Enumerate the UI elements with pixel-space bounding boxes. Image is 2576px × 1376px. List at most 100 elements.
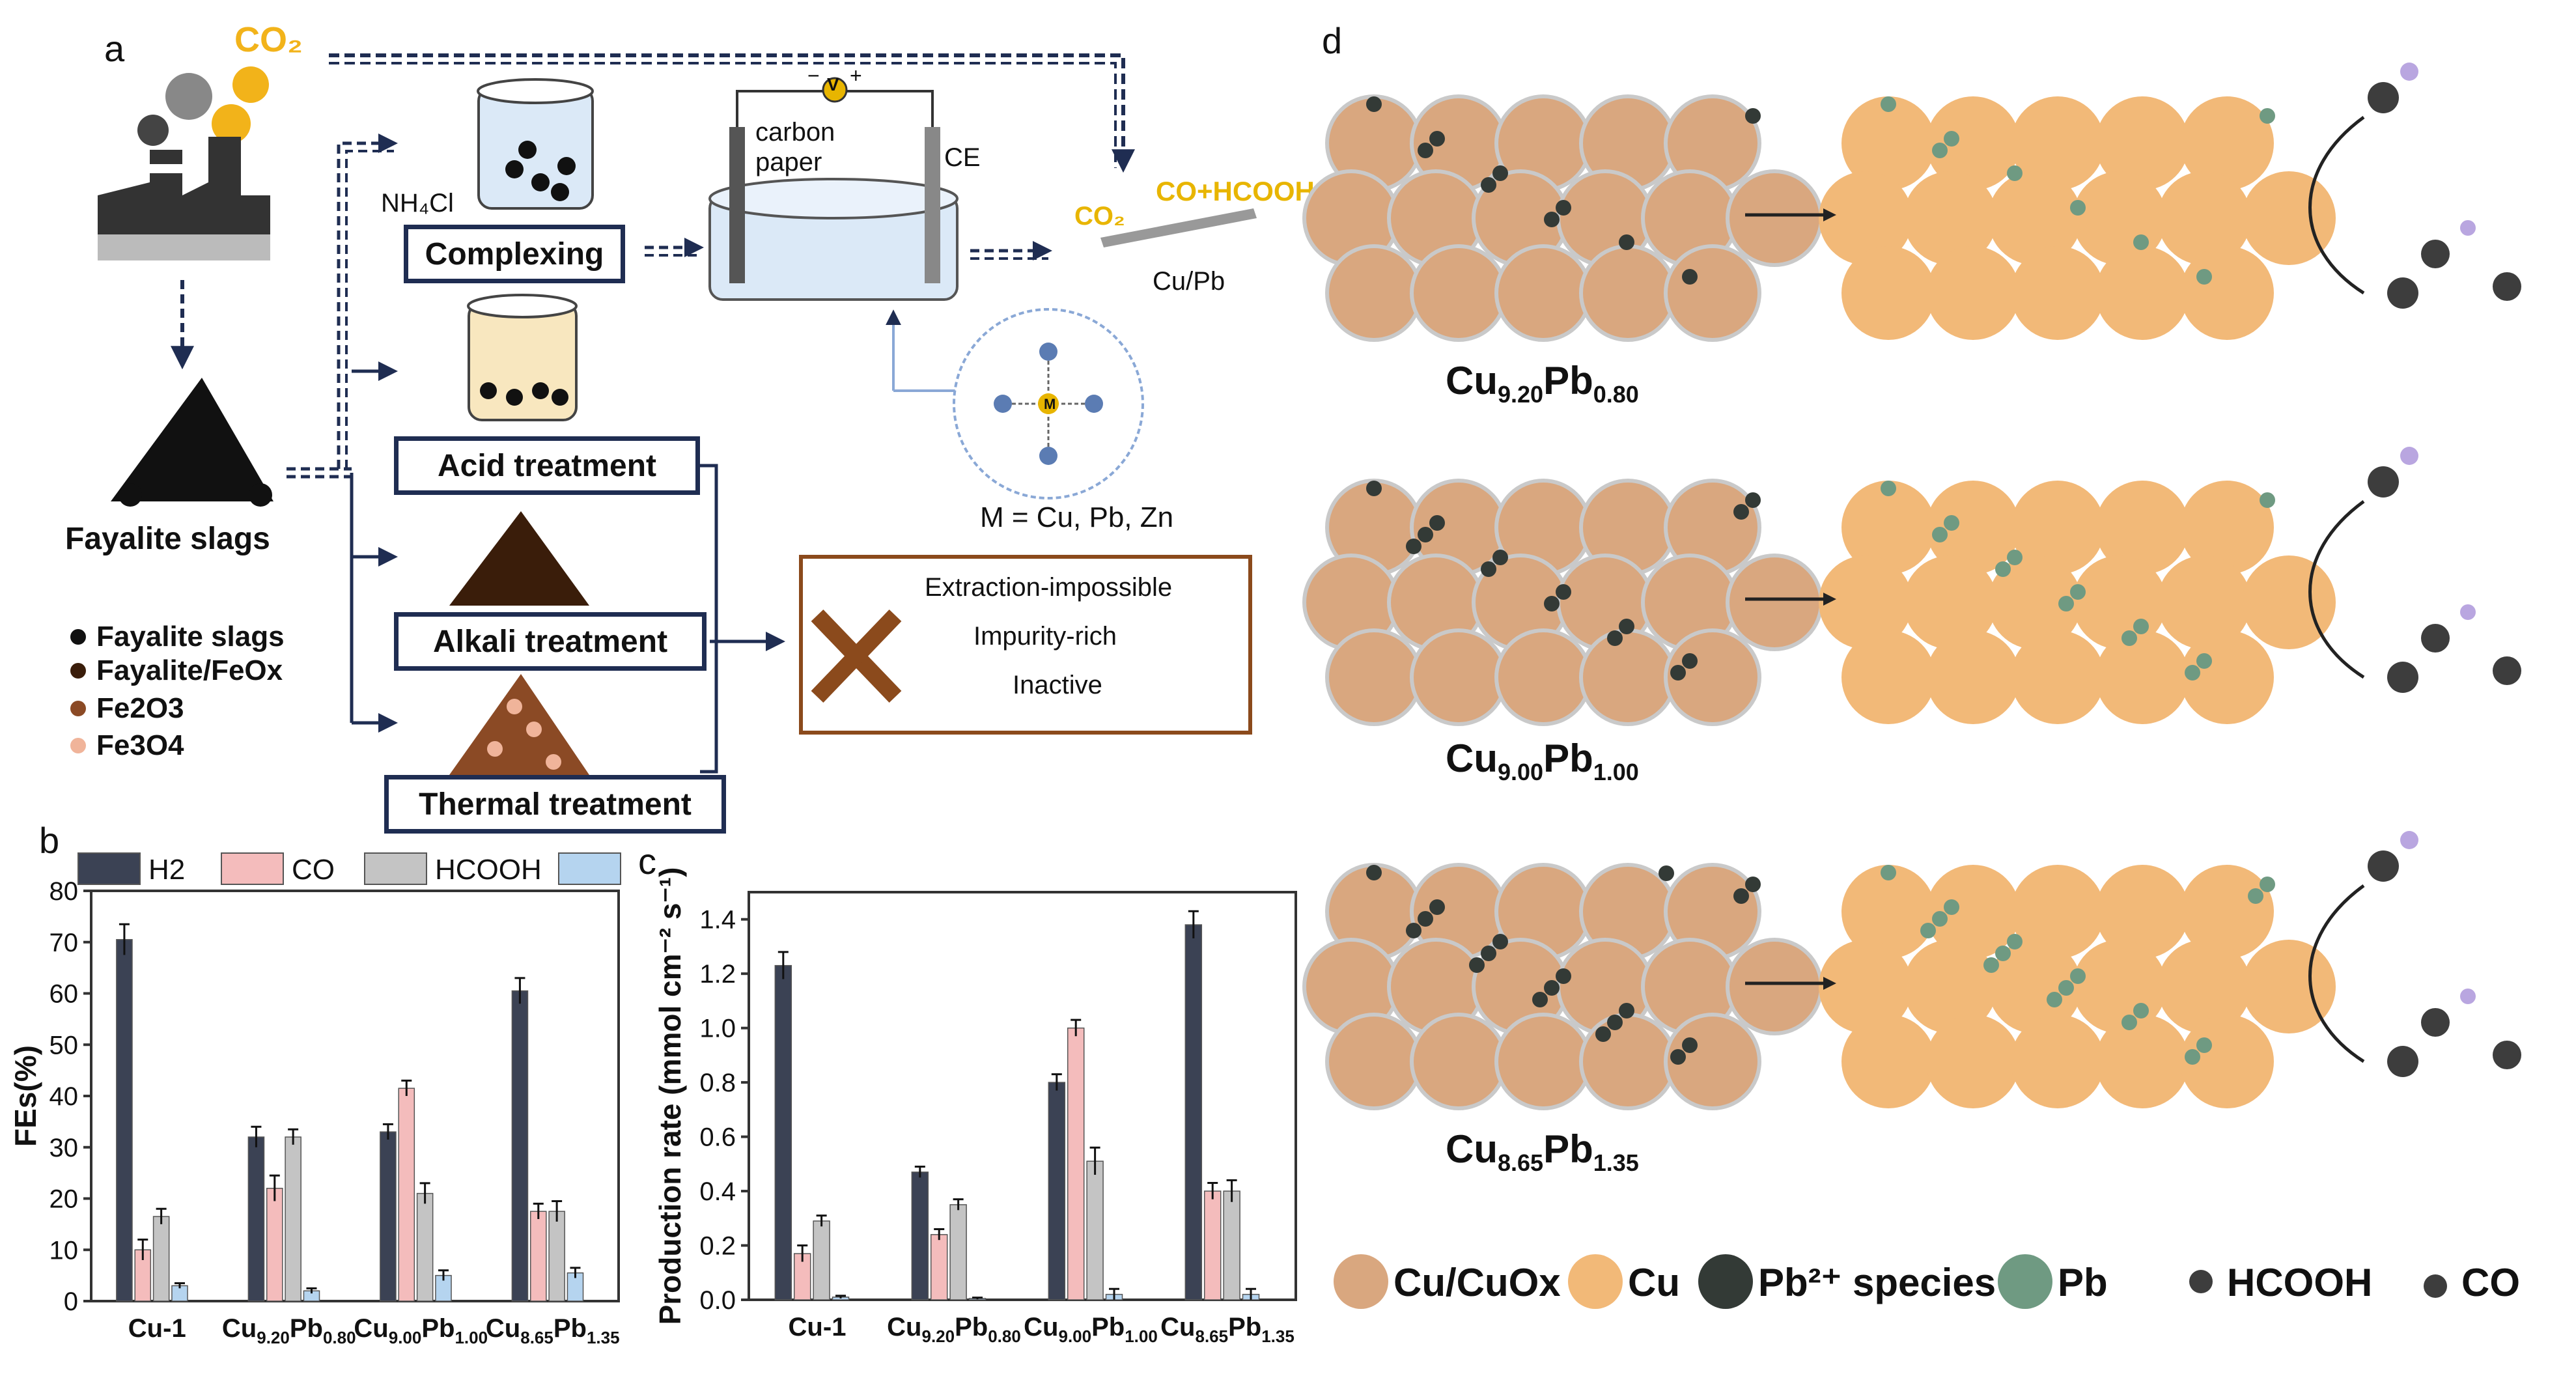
particle [1579,1013,1677,1110]
particle [2095,630,2189,724]
co-molecule [2368,850,2399,882]
transform-arrowhead [1823,208,1836,221]
co2-label: CO₂ [234,20,303,59]
legend-d-pb2: Pb²⁺ species [1758,1261,1996,1304]
x-tick-label: Cu8.65Pb1.35 [486,1314,620,1347]
particle [2095,865,2189,959]
bar-HCOOH-2 [416,1192,434,1302]
legend-d-pb: Pb [2058,1261,2108,1304]
particle [1819,940,1912,1033]
panel-letter-a: a [104,28,125,69]
legend-label-fe2o3: Fe2O3 [96,692,184,724]
bar-HCOOH-3 [1223,1190,1240,1300]
voltmeter-plus: + [850,64,862,87]
pb-dot [2260,492,2275,508]
pb-dot [1659,865,1674,881]
particle [1726,169,1823,267]
pb-dot [1406,923,1421,938]
pb-dot [2196,1037,2212,1053]
pb-dot [1366,865,1382,880]
thermal-pile-icon [449,674,589,775]
particle [1494,1013,1592,1110]
pb-dot [1983,957,1999,973]
particle [1726,938,1823,1035]
particle [1325,628,1423,726]
pb-dot [1619,234,1634,250]
co-product-2 [2493,656,2521,685]
pb-dot [1745,492,1761,508]
co2-o [2400,63,2418,81]
hcooh-o [2460,604,2476,620]
pb-dot [1932,911,1948,927]
particle [2157,555,2251,649]
particle [1841,1015,1935,1108]
particle [2011,481,2105,574]
metals-label: M = Cu, Pb, Zn [980,501,1174,533]
bar-H2-3 [511,990,529,1302]
pb-dot [1682,269,1698,285]
pb-dot [2248,888,2263,904]
pb-dot [1745,877,1761,892]
composition-label-1: Cu9.20Pb0.80 [1446,359,1639,408]
y-tick-label: 20 [49,1185,79,1214]
hcooh-c [2421,1008,2450,1037]
particle [1988,171,2082,265]
particle [1579,244,1677,342]
legend-marker-feox [70,663,86,679]
particle [1841,481,1935,574]
pb-dot [2133,619,2149,634]
particle [1841,96,1935,190]
legend-d-cucuox: Cu/CuOx [1393,1261,1561,1304]
particle [1579,628,1677,726]
particle [2011,246,2105,340]
particle [2095,96,2189,190]
pb-dot [1944,515,1959,531]
particle [2011,630,2105,724]
co-product [2387,1046,2418,1077]
product-co2-label: CO₂ [1074,202,1125,231]
fayalite-slags-label: Fayalite slags [65,522,270,556]
pb-dot [2133,234,2149,250]
legend-marker-fe2o3 [70,701,86,716]
legend-label-HCOOH: HCOOH [435,854,542,886]
bar-H2-0 [116,939,133,1302]
bar-HCOOH-0 [152,1216,170,1302]
particle [1410,628,1507,726]
beaker-complexing-icon [477,78,594,210]
pb-dot [1429,899,1445,915]
particle [1410,1013,1507,1110]
particle [1988,555,2082,649]
y-tick-label: 1.2 [699,960,736,989]
x-tick-label: Cu9.00Pb1.00 [1024,1313,1158,1346]
particle [1926,246,2020,340]
voltmeter-minus: − [807,64,820,87]
nh4cl-label: NH₄Cl [381,189,454,218]
pb-dot [1595,1026,1611,1042]
alkali-pile-icon [449,511,589,606]
pb-dot [1492,550,1508,565]
particle [2011,865,2105,959]
cathode-label: Cu/Pb [1153,267,1225,296]
complexing-box: Complexing [404,225,625,283]
particle [1841,630,1935,724]
pb-dot [1418,911,1433,927]
y-tick-label: 80 [49,877,79,906]
legend-label-feox: Fayalite/FeOx [96,654,283,686]
pb-dot [2260,877,2275,892]
y-tick-label: 0 [64,1287,78,1316]
bar-HCOOH-1 [949,1204,967,1300]
pb-dot [1532,992,1548,1007]
particle [1926,96,2020,190]
pb-dot [2058,980,2074,996]
y-tick-label: 10 [49,1236,79,1265]
particle [1841,246,1935,340]
legend-label-fe3o4: Fe3O4 [96,729,184,761]
bar-H2-1 [247,1136,265,1302]
pb-dot [2047,992,2062,1007]
composition-label-2: Cu9.00Pb1.00 [1446,737,1639,785]
carbon-paper-label: carbon paper [755,118,835,176]
bar-H2-2 [1048,1082,1066,1300]
failure-extraction: Extraction-impossible [925,573,1173,602]
y-tick-label: 70 [49,929,79,957]
